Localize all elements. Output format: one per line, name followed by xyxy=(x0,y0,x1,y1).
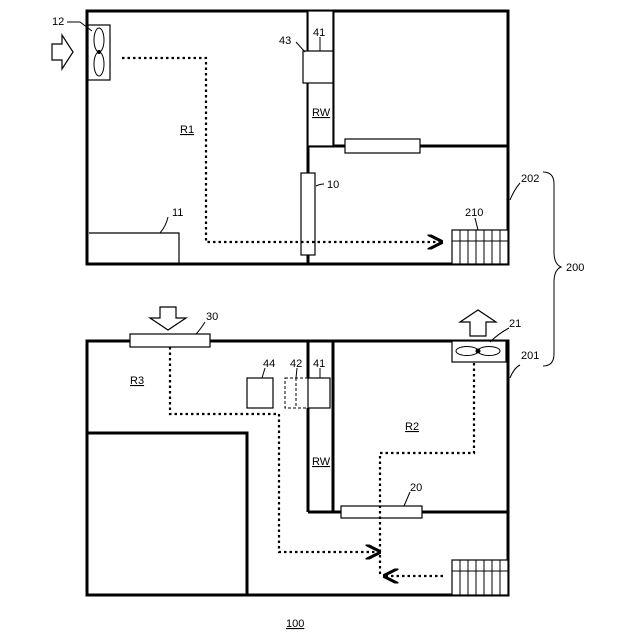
label-rw-lower: RW xyxy=(312,456,331,468)
label-41-upper: 41 xyxy=(313,27,325,39)
label-r1: R1 xyxy=(180,124,194,136)
label-rw-upper: RW xyxy=(312,107,331,119)
leader-202 xyxy=(510,183,520,200)
label-20: 20 xyxy=(410,482,422,494)
label-44: 44 xyxy=(263,358,275,370)
up-arrow-icon xyxy=(460,310,496,336)
lower-airflow-path-3 xyxy=(380,362,474,574)
label-202: 202 xyxy=(521,173,539,185)
label-41-lower: 41 xyxy=(313,358,325,370)
label-42: 42 xyxy=(290,358,302,370)
lower-airflow-path-1 xyxy=(170,347,378,552)
upper-floor-202: 12 43 41 RW R1 11 10 202 210 xyxy=(52,11,539,264)
inlet-arrow-icon xyxy=(52,35,73,69)
leader-43 xyxy=(296,42,305,52)
lower-block xyxy=(87,433,247,595)
label-10: 10 xyxy=(327,179,339,191)
fan-12-icon xyxy=(88,25,110,80)
leader-201 xyxy=(510,365,520,378)
brace-200: 200 xyxy=(543,172,584,366)
label-200: 200 xyxy=(566,262,584,274)
label-21: 21 xyxy=(509,318,521,330)
label-11: 11 xyxy=(172,207,183,219)
upper-floor-outline xyxy=(87,11,508,264)
leader-10 xyxy=(316,184,324,186)
label-210: 210 xyxy=(465,207,483,219)
label-100: 100 xyxy=(286,618,304,630)
leader-11 xyxy=(160,217,168,233)
label-r3: R3 xyxy=(130,375,144,387)
unit-11 xyxy=(89,233,179,264)
grille-210 xyxy=(452,230,508,264)
box-44 xyxy=(247,378,273,408)
unit-20 xyxy=(341,506,422,518)
upper-horizontal-element xyxy=(345,139,420,153)
label-12: 12 xyxy=(52,16,64,28)
label-r2: R2 xyxy=(405,421,419,433)
fan-21-icon xyxy=(452,341,506,362)
leader-30 xyxy=(196,322,205,334)
leader-20 xyxy=(404,492,410,506)
lower-floor-201: 30 21 R3 44 42 41 201 R2 RW 20 xyxy=(87,307,539,595)
label-201: 201 xyxy=(521,350,539,362)
label-30: 30 xyxy=(206,311,218,323)
down-arrow-icon xyxy=(150,307,186,330)
label-43: 43 xyxy=(279,35,291,47)
box-43 xyxy=(303,51,333,83)
box-41-lower xyxy=(308,378,330,408)
leader-210 xyxy=(475,218,478,230)
vent-30 xyxy=(130,334,210,347)
grille-lower xyxy=(452,560,508,595)
